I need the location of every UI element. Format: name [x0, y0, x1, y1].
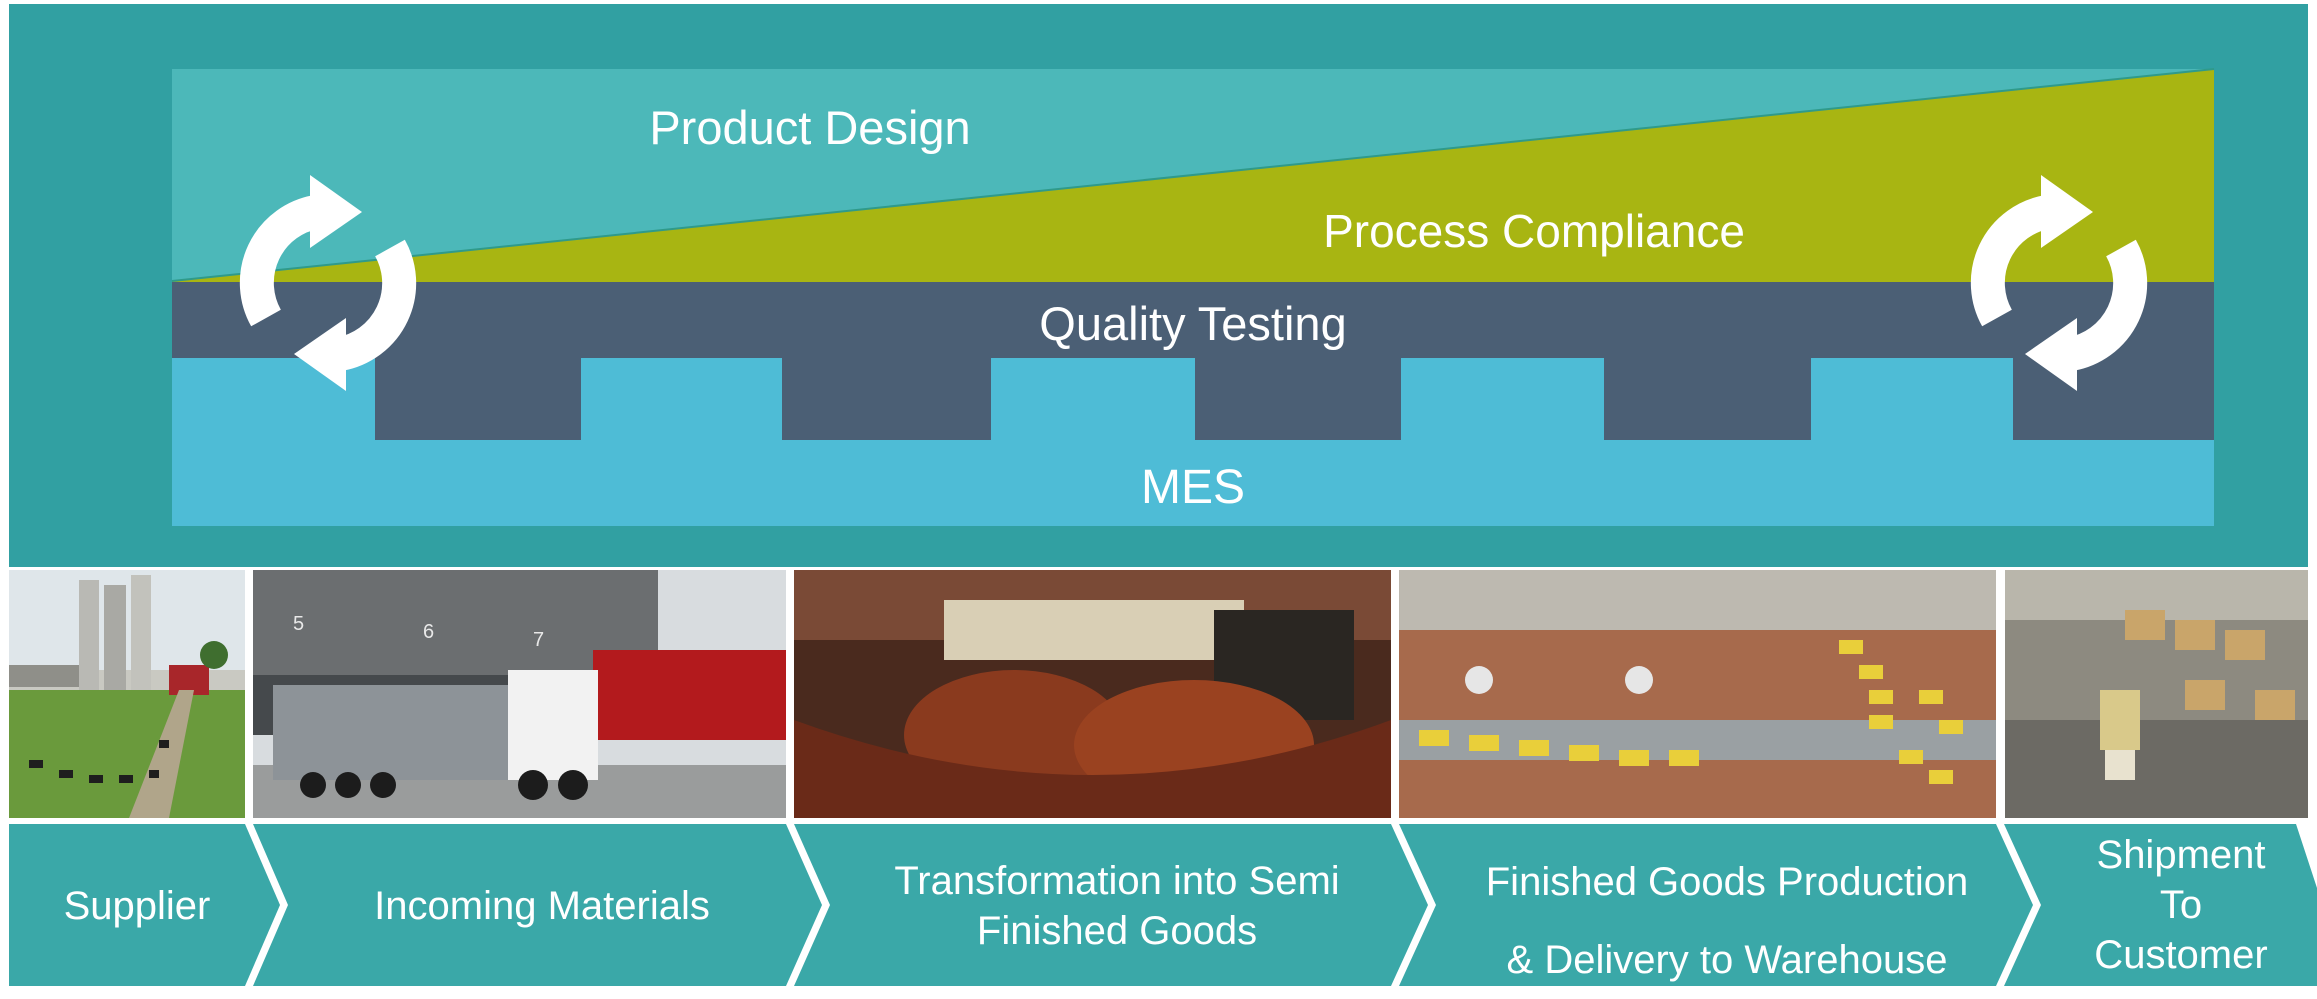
- stage-line: & Delivery to Warehouse: [1506, 938, 1948, 982]
- stage-label-supplier: Supplier: [64, 881, 211, 931]
- photo-truck-loading: 5 6 7: [253, 570, 786, 818]
- svg-text:7: 7: [533, 629, 544, 651]
- stage-label-transformation: Transformation into Semi Finished Goods: [894, 856, 1339, 956]
- notch: [1604, 356, 1811, 440]
- photo-processing-machine: [794, 570, 1391, 818]
- svg-text:5: 5: [293, 613, 304, 635]
- product-design-label: Product Design: [649, 101, 971, 154]
- mes-label: MES: [1140, 461, 1246, 514]
- quality-testing-band: [172, 282, 2214, 358]
- refresh-cycle-icon: [239, 175, 417, 391]
- process-compliance-label: Process Compliance: [1323, 205, 1745, 257]
- photo-warehouse: [2005, 570, 2308, 818]
- stage-label-incoming-materials: Incoming Materials: [374, 881, 710, 931]
- process-stages-chevrons: [9, 824, 2317, 986]
- stage-line: Finished Goods Production: [1485, 860, 1969, 904]
- wedge-edge-line: [171, 68, 2215, 282]
- quality-testing-notches: [375, 356, 2214, 440]
- stage-line: Incoming Materials: [374, 884, 710, 928]
- quality-testing-label: Quality Testing: [1039, 297, 1347, 350]
- stage-finished-goods-chevron: [1399, 824, 2033, 986]
- stage-label-shipment: Shipment To Customer: [2094, 830, 2267, 980]
- svg-text:6: 6: [423, 621, 434, 643]
- refresh-cycle-icon: [1970, 175, 2148, 391]
- photo-production-line: [1399, 570, 1996, 818]
- stage-incoming-materials-chevron: [253, 824, 822, 986]
- stage-line: Supplier: [63, 884, 211, 928]
- notch: [375, 356, 581, 440]
- stage-shipment-chevron: [2004, 824, 2317, 986]
- layered-process-diagram: [171, 68, 2215, 526]
- notch: [1195, 356, 1401, 440]
- stage-line: Finished Goods: [976, 909, 1258, 953]
- notch: [782, 356, 991, 440]
- stage-line: Transformation into Semi: [894, 859, 1340, 903]
- stage-line: Customer: [2094, 933, 2268, 977]
- stage-line: Shipment: [2096, 833, 2266, 877]
- notch: [2013, 356, 2214, 440]
- photo-dairy-farm: [9, 570, 245, 818]
- stage-line: To: [2159, 883, 2203, 927]
- stage-transformation-chevron: [794, 824, 1428, 986]
- stage-label-finished-goods: Finished Goods Production & Delivery to …: [1486, 843, 1969, 999]
- stage-supplier-chevron: [9, 824, 280, 986]
